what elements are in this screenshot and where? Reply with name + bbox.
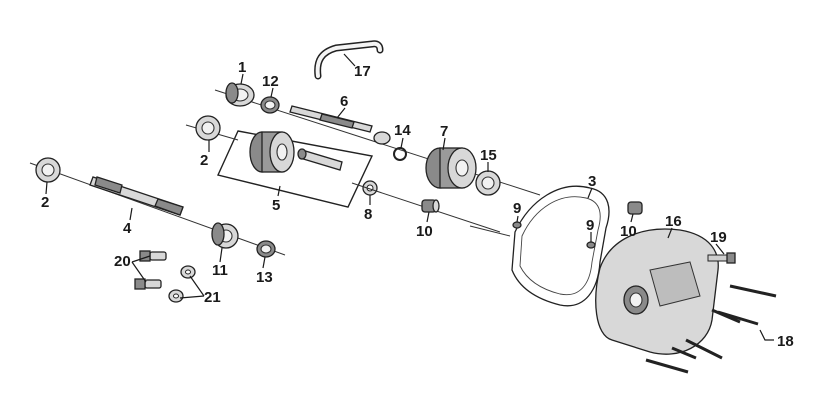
- callout-19: 19: [710, 229, 727, 246]
- part-8-washer: [362, 180, 378, 196]
- part-6-shaft: [289, 105, 391, 145]
- part-9-dowel-b: [586, 241, 596, 249]
- gasket-axis: [469, 225, 511, 237]
- part-2-bearing-upper: [195, 115, 221, 141]
- part-18-bolts: [645, 284, 777, 374]
- part-17-breather-tube: [314, 40, 384, 80]
- callout-9a: 9: [513, 200, 521, 217]
- part-20-bolts: [134, 250, 167, 290]
- part-21-washers: [168, 265, 196, 303]
- part-5-gear-set: [217, 130, 374, 208]
- part-4-output-shaft: [89, 176, 184, 216]
- callout-2-lower: 2: [41, 194, 49, 211]
- part-12-seal: [260, 96, 280, 114]
- callout-15: 15: [480, 147, 497, 164]
- callout-10b: 10: [620, 223, 637, 240]
- callout-10a: 10: [416, 223, 433, 240]
- part-10-dowel-right: [627, 201, 643, 215]
- callout-20: 20: [114, 253, 131, 270]
- callout-14: 14: [394, 122, 411, 139]
- part-7-gear: [425, 147, 477, 189]
- part-13-seal: [256, 240, 276, 258]
- callout-13: 13: [256, 269, 273, 286]
- part-15-bearing: [475, 170, 501, 196]
- callout-1: 1: [238, 59, 246, 76]
- part-11-bearing: [211, 222, 239, 249]
- part-19-bolt: [707, 252, 736, 264]
- part-2-bearing-lower: [35, 157, 61, 183]
- callout-12: 12: [262, 73, 279, 90]
- callout-2-upper: 2: [200, 152, 208, 169]
- callout-8: 8: [364, 206, 372, 223]
- callout-18: 18: [777, 333, 794, 350]
- callout-9b: 9: [586, 217, 594, 234]
- callout-5: 5: [272, 197, 280, 214]
- callout-4: 4: [123, 220, 132, 237]
- callout-7: 7: [440, 123, 448, 140]
- part-1-bearing: [225, 82, 255, 107]
- part-9-dowel-a: [512, 221, 522, 229]
- part-3-gasket: [511, 185, 610, 307]
- part-10-dowel-left: [421, 199, 440, 213]
- callout-6: 6: [340, 93, 348, 110]
- callout-21: 21: [204, 289, 221, 306]
- leader-lines: [45, 53, 774, 341]
- callout-16: 16: [665, 213, 682, 230]
- lower-shaft-axis: [29, 162, 286, 256]
- part-16-cover: [595, 228, 719, 355]
- part-14-circlip: [393, 147, 407, 161]
- callout-3: 3: [588, 173, 596, 190]
- callout-17: 17: [354, 63, 371, 80]
- callout-11: 11: [212, 262, 228, 279]
